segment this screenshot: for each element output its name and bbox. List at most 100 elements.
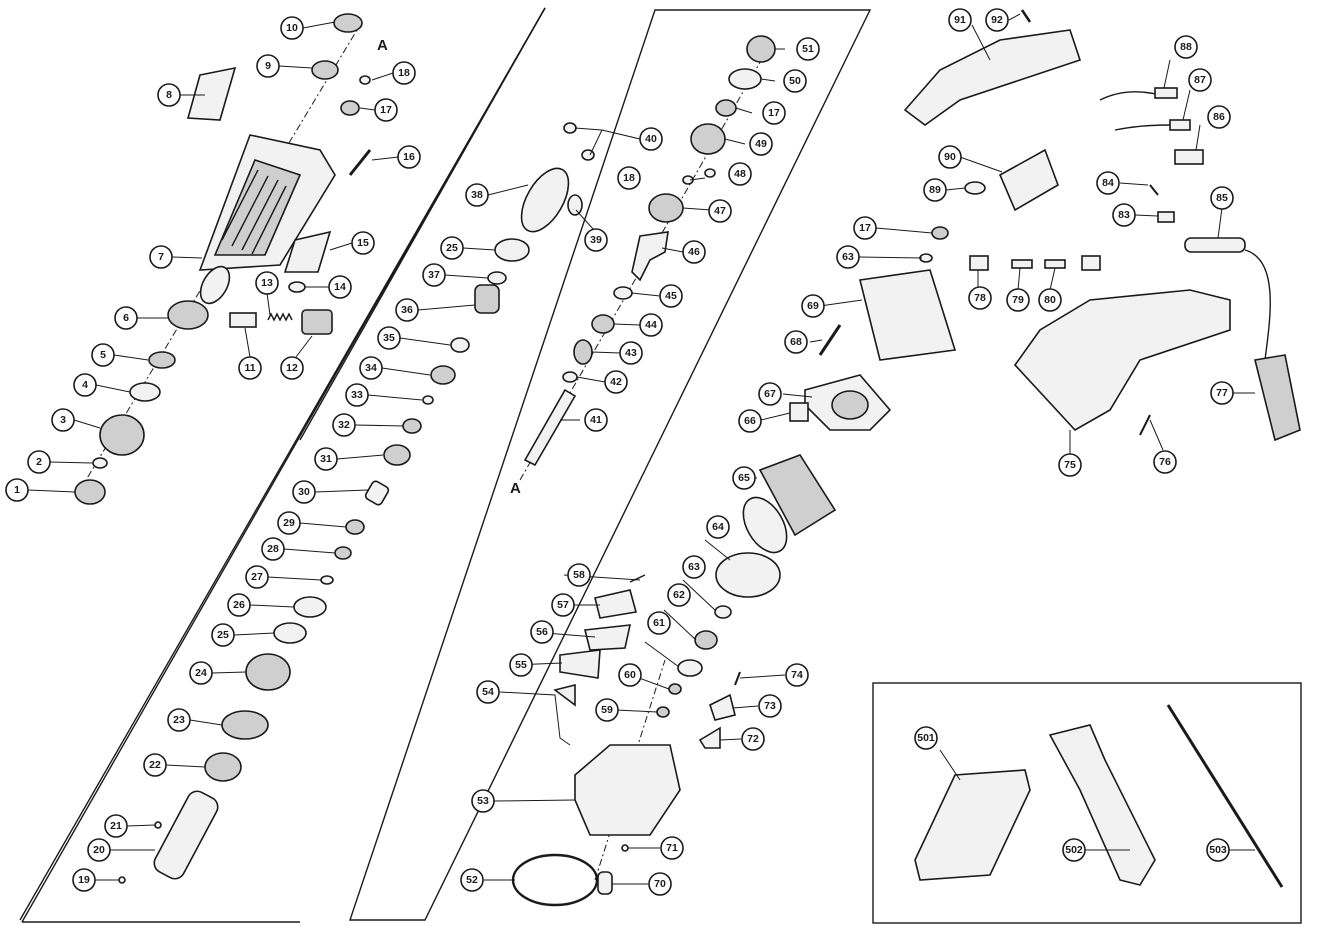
cover-90 — [998, 148, 1059, 212]
svg-text:10: 10 — [286, 22, 298, 34]
svg-text:83: 83 — [1118, 209, 1130, 221]
spring-43 — [573, 339, 593, 365]
svg-text:78: 78 — [974, 292, 986, 304]
callout-3: 3 — [51, 408, 75, 432]
bearing-17c — [931, 226, 949, 240]
callout-45: 45 — [659, 284, 683, 308]
screw-68 — [818, 324, 842, 356]
ring-25b — [273, 622, 307, 644]
callout-44: 44 — [639, 313, 663, 337]
svg-text:1: 1 — [14, 484, 20, 496]
ring-37 — [487, 271, 507, 285]
callout-50: 50 — [783, 69, 807, 93]
svg-text:62: 62 — [673, 589, 685, 601]
gear-case-53 — [574, 744, 681, 836]
svg-text:75: 75 — [1064, 459, 1076, 471]
callout-5: 5 — [91, 343, 115, 367]
svg-text:17: 17 — [768, 107, 780, 119]
ring-2 — [92, 457, 108, 469]
pin-71 — [621, 844, 629, 852]
callout-41: 41 — [584, 408, 608, 432]
svg-text:501: 501 — [917, 732, 935, 744]
svg-text:38: 38 — [471, 189, 483, 201]
ring-4 — [129, 382, 161, 402]
bearing-62 — [694, 630, 718, 650]
spring-24 — [245, 653, 291, 691]
svg-text:7: 7 — [158, 251, 164, 263]
cap-1 — [74, 479, 106, 505]
svg-text:8: 8 — [166, 89, 172, 101]
callout-36: 36 — [395, 298, 419, 322]
callout-4: 4 — [73, 373, 97, 397]
svg-text:73: 73 — [764, 700, 776, 712]
handle-91 — [903, 29, 1082, 126]
stator-69 — [859, 269, 957, 361]
ring-44 — [591, 314, 615, 334]
svg-text:39: 39 — [590, 234, 602, 246]
ring-29 — [345, 519, 365, 535]
screw-74 — [734, 671, 741, 686]
gear-23 — [221, 710, 269, 740]
callout-83: 83 — [1112, 203, 1136, 227]
svg-text:24: 24 — [195, 667, 207, 679]
callout-63-lower: 63 — [682, 555, 706, 579]
callout-62: 62 — [667, 583, 691, 607]
ring-63b — [714, 605, 732, 619]
svg-text:77: 77 — [1216, 387, 1228, 399]
ring-33 — [422, 395, 434, 405]
callout-54: 54 — [476, 680, 500, 704]
callout-8: 8 — [157, 83, 181, 107]
ring-35 — [450, 337, 470, 353]
switch-88 — [1154, 87, 1178, 99]
svg-text:61: 61 — [653, 617, 665, 629]
svg-text:502: 502 — [1065, 844, 1083, 856]
svg-text:36: 36 — [401, 304, 413, 316]
ring-9 — [311, 60, 339, 80]
callout-38: 38 — [465, 183, 489, 207]
svg-text:72: 72 — [747, 733, 759, 745]
motor-housing-75 — [1013, 289, 1231, 432]
housing-assembly — [198, 134, 336, 305]
callout-17: 17 — [374, 98, 398, 122]
svg-text:64: 64 — [712, 521, 724, 533]
callout-39: 39 — [584, 228, 608, 252]
svg-text:35: 35 — [383, 332, 395, 344]
svg-text:4: 4 — [82, 379, 88, 391]
svg-text:84: 84 — [1102, 177, 1114, 189]
callout-18: 18 — [392, 61, 416, 85]
svg-text:12: 12 — [286, 362, 298, 374]
ring-40a — [563, 122, 577, 134]
pin-39 — [567, 194, 583, 216]
svg-text:15: 15 — [357, 237, 369, 249]
ball-21 — [154, 821, 162, 829]
side-handle-502 — [1048, 724, 1156, 886]
callout-37: 37 — [422, 263, 446, 287]
pin-16 — [348, 149, 372, 176]
brush-78 — [969, 255, 989, 271]
clip-83 — [1157, 211, 1175, 223]
svg-text:56: 56 — [536, 626, 548, 638]
plate-73 — [709, 693, 736, 721]
pin-70 — [597, 871, 613, 895]
callout-92: 92 — [985, 8, 1009, 32]
screw-76 — [1139, 414, 1151, 436]
svg-text:503: 503 — [1209, 844, 1227, 856]
plate-15 — [283, 230, 332, 273]
group-frame-left-right-edge — [299, 7, 546, 441]
svg-text:19: 19 — [78, 874, 90, 886]
grip-3 — [99, 414, 145, 456]
svg-text:32: 32 — [338, 419, 350, 431]
svg-text:54: 54 — [482, 686, 494, 698]
callout-64: 64 — [706, 515, 730, 539]
svg-text:55: 55 — [515, 659, 527, 671]
callout-73: 73 — [758, 694, 782, 718]
callout-18-middle: 18 — [617, 166, 641, 190]
screw-84 — [1149, 184, 1159, 196]
callout-34: 34 — [359, 356, 383, 380]
callout-10: 10 — [280, 16, 304, 40]
callout-6: 6 — [114, 306, 138, 330]
svg-text:27: 27 — [251, 571, 263, 583]
callout-57: 57 — [551, 593, 575, 617]
brush-79 — [1011, 259, 1033, 269]
